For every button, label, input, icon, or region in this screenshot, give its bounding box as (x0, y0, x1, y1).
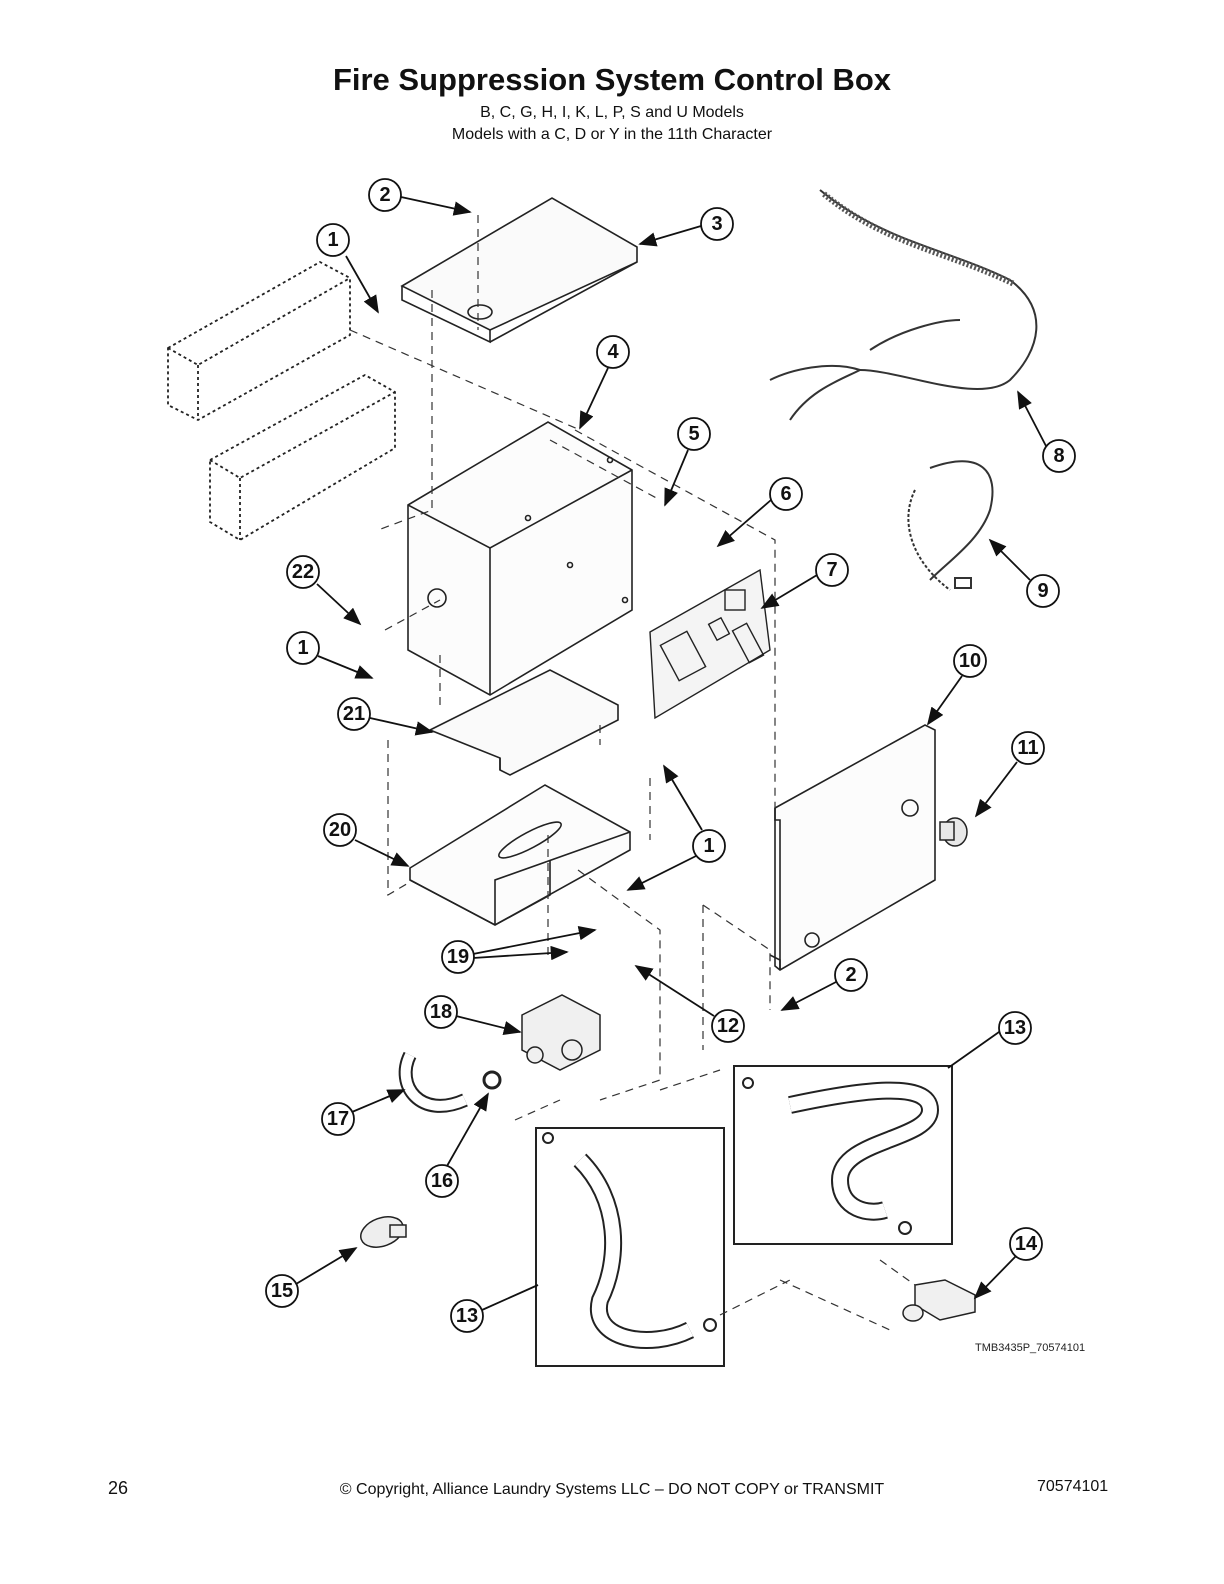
sensor-harness-part (907, 460, 994, 591)
main-box-part (407, 421, 633, 696)
callout-14 (1009, 1227, 1043, 1261)
callout-13-a (998, 1011, 1032, 1045)
callout-19 (441, 940, 475, 974)
callout-11 (1011, 731, 1045, 765)
callout-6-label: 6 (780, 483, 791, 505)
callout-8-label: 8 (1053, 445, 1064, 467)
callout-5-label: 5 (688, 423, 699, 445)
callout-10 (953, 644, 987, 678)
mounting-brackets (167, 260, 396, 542)
callout-group: 1 2 3 4 5 6 7 8 9 10 (265, 178, 1076, 1333)
callout-3-label: 3 (711, 213, 722, 235)
lower-bracket-part (409, 784, 631, 926)
callout-4 (596, 335, 630, 369)
callout-15 (265, 1274, 299, 1308)
figure-code: TMB3435P_70574101 (975, 1342, 1085, 1354)
callout-9-label: 9 (1037, 580, 1048, 602)
callout-4-label: 4 (607, 341, 619, 363)
page-title: Fire Suppression System Control Box (332, 62, 892, 97)
wire-harness-part (769, 189, 1038, 421)
callout-1-b-label: 1 (297, 637, 308, 659)
callout-12 (711, 1009, 745, 1043)
valve-part (521, 994, 601, 1071)
callout-1-c (692, 829, 726, 863)
callout-3 (700, 207, 734, 241)
callout-1-a (316, 223, 350, 257)
page-number: 26 (108, 1478, 129, 1498)
callout-17-label: 17 (327, 1108, 349, 1130)
copyright-notice: © Copyright, Alliance Laundry Systems LL… (339, 1481, 885, 1498)
front-cover-part (769, 724, 936, 971)
clamp-part (482, 1070, 502, 1090)
top-cover-part (400, 197, 638, 344)
callout-12-label: 12 (717, 1015, 739, 1037)
callout-1-b (286, 631, 320, 665)
callout-16 (425, 1164, 459, 1198)
callout-2-a (368, 178, 402, 212)
callout-7 (815, 553, 849, 587)
callout-22-label: 22 (292, 561, 314, 583)
callout-14-label: 14 (1015, 1233, 1038, 1255)
callout-21-label: 21 (343, 703, 365, 725)
shield-part (428, 669, 619, 776)
callout-18 (424, 995, 458, 1029)
callout-22 (286, 555, 320, 589)
callout-2-b-label: 2 (845, 964, 856, 986)
callout-1-a-label: 1 (327, 229, 338, 251)
callout-2-a-label: 2 (379, 184, 390, 206)
assembly-guide-lines (349, 215, 916, 1331)
callout-21 (337, 697, 371, 731)
lock-part (939, 817, 968, 847)
callout-8 (1042, 439, 1076, 473)
callout-15-label: 15 (271, 1280, 293, 1302)
subtitle-character: Models with a C, D or Y in the 11th Char… (451, 126, 773, 143)
callout-16-label: 16 (431, 1170, 453, 1192)
callout-9 (1026, 574, 1060, 608)
callout-20-label: 20 (329, 819, 351, 841)
callout-11-label: 11 (1017, 737, 1038, 759)
callout-6 (769, 477, 803, 511)
tee-fitting-part (902, 1279, 976, 1322)
document-number: 70574101 (1037, 1478, 1109, 1495)
callout-13-b-label: 13 (456, 1305, 478, 1327)
thermostat-part (360, 1216, 407, 1248)
hose-assembly-left (535, 1127, 725, 1367)
callout-18-label: 18 (430, 1001, 452, 1023)
callout-1-c-label: 1 (703, 835, 714, 857)
callout-17 (321, 1102, 355, 1136)
callout-10-label: 10 (959, 650, 981, 672)
callout-20 (323, 813, 357, 847)
callout-7-label: 7 (826, 559, 837, 581)
subtitle-models: B, C, G, H, I, K, L, P, S and U Models (480, 104, 744, 121)
callout-13-b (450, 1299, 484, 1333)
callout-13-a-label: 13 (1004, 1017, 1026, 1039)
callout-5 (677, 417, 711, 451)
callout-2-b (834, 958, 868, 992)
control-board-part (649, 568, 771, 720)
callout-19-label: 19 (447, 946, 469, 968)
hose-assembly-right (733, 1065, 953, 1245)
